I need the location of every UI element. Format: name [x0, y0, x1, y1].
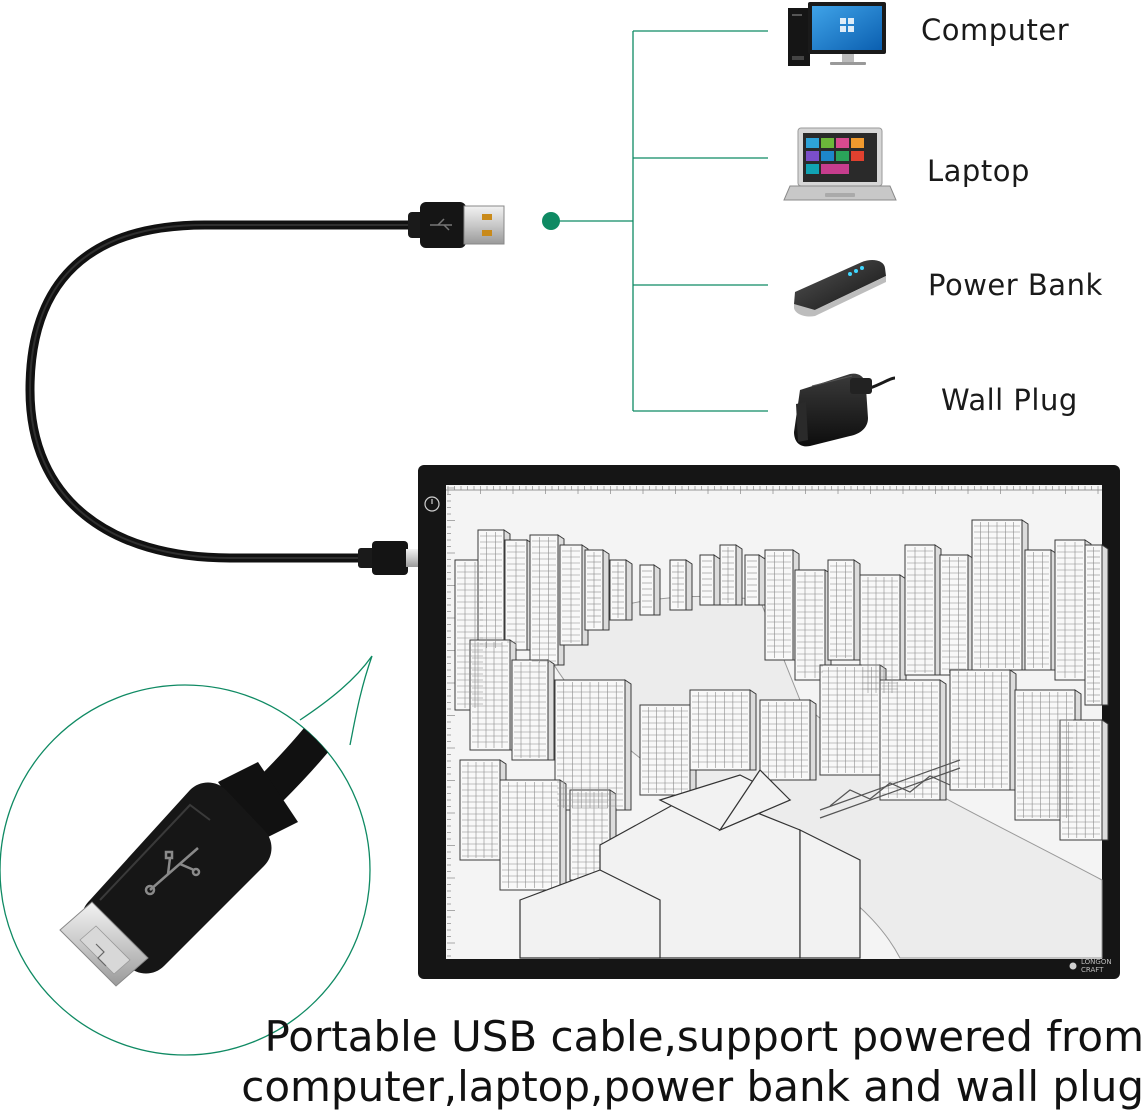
source-label-laptop: Laptop — [927, 154, 1030, 188]
source-label-wall-plug: Wall Plug — [941, 383, 1078, 417]
usb-cable — [25, 220, 415, 563]
wall-plug-icon — [794, 373, 896, 447]
source-label-computer: Computer — [921, 13, 1070, 47]
branch-connector — [551, 30, 768, 412]
city-sketch — [454, 519, 1109, 959]
power-bank-icon — [794, 260, 886, 317]
usb-a-connector — [408, 202, 505, 248]
source-label-power-bank: Power Bank — [928, 268, 1103, 302]
micro-usb-connector — [358, 541, 420, 575]
light-board: LONGON CRAFT — [418, 465, 1120, 979]
caption-line-2: computer,laptop,power bank and wall plug — [241, 1062, 1144, 1111]
branch-dot — [542, 212, 560, 230]
laptop-icon — [783, 127, 897, 201]
computer-icon — [788, 2, 886, 66]
board-brand-text: LONGON CRAFT — [1081, 958, 1114, 974]
zoom-bubble — [0, 655, 373, 1056]
caption-line-1: Portable USB cable,support powered from — [264, 1012, 1144, 1061]
